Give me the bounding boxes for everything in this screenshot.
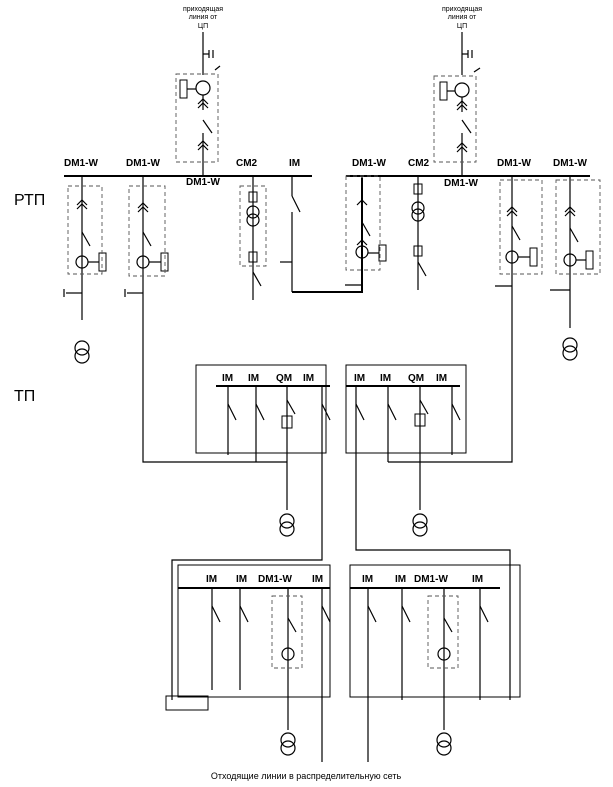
rtp-cell-2: [124, 176, 287, 463]
rtp-cell-label-6: DM1-W: [352, 158, 386, 169]
section-label-tp: ТП: [14, 388, 35, 405]
source-left-line2: линия от: [189, 14, 218, 21]
source-right-line2: линия от: [448, 14, 477, 21]
rtp-cell-label-9: DM1-W: [497, 158, 531, 169]
tp2-cell-label-a3: DM1-W: [258, 574, 292, 585]
tp2-cell-label-b1: IM: [362, 574, 373, 585]
rtp-cell-label-2: DM1-W: [126, 158, 160, 169]
rtp-cell-label-10: DM1-W: [553, 158, 587, 169]
tp2-cell-label-a2: IM: [236, 574, 247, 585]
tp2-cell-label-b4: IM: [472, 574, 483, 585]
tp2-section-left: IM IM DM1-W IM: [165, 564, 331, 762]
tp-cell-label-b1: IM: [354, 373, 365, 384]
source-label-left: приходящая линия от ЦП: [183, 6, 223, 30]
tp-cell-label-a1: IM: [222, 373, 233, 384]
source-right-line1: приходящая: [442, 6, 482, 13]
tp-cell-label-a3: QM: [276, 373, 292, 384]
rtp-cell-7: [411, 176, 427, 290]
tp-cell-label-a2: IM: [248, 373, 259, 384]
tp-cell-label-b3: QM: [408, 373, 424, 384]
source-label-right: приходящая линия от ЦП: [442, 6, 482, 30]
rtp-cell-6: [345, 175, 387, 292]
source-right-line3: ЦП: [457, 23, 467, 30]
tp-cell-label-b2: IM: [380, 373, 391, 384]
tp2-cell-label-b3: DM1-W: [414, 574, 448, 585]
rtp-cell-label-7: CM2: [408, 158, 430, 169]
section-label-rtp: РТП: [14, 192, 45, 209]
rtp-cell-label-4: CM2: [236, 158, 258, 169]
tp2-cell-label-b2: IM: [395, 574, 406, 585]
rtp-cell-label-3: DM1-W: [186, 177, 220, 188]
tp2-section-right: IM IM DM1-W IM: [349, 564, 521, 762]
tp2-cell-label-a4: IM: [312, 574, 323, 585]
tp-cell-label-b4: IM: [436, 373, 447, 384]
incoming-feeder-right: DM1-W: [433, 32, 481, 189]
source-left-line1: приходящая: [183, 6, 223, 13]
rtp-cell-4: [239, 176, 267, 300]
tp2-cell-label-a1: IM: [206, 574, 217, 585]
rtp-cell-label-5: IM: [289, 158, 300, 169]
source-left-line3: ЦП: [198, 23, 208, 30]
tp-section-left: IM IM QM IM: [171, 364, 331, 700]
tp-section-right: IM IM QM IM: [345, 364, 511, 700]
incoming-feeder-left: DM1-W: [175, 32, 220, 188]
rtp-cell-1: [63, 176, 107, 364]
tp-cell-label-a4: IM: [303, 373, 314, 384]
rtp-cell-5: [280, 176, 363, 293]
rtp-cell-label-1: DM1-W: [64, 158, 98, 169]
rtp-cell-label-8: DM1-W: [444, 178, 478, 189]
rtp-cell-9: [388, 176, 543, 463]
rtp-cell-10: [550, 176, 601, 361]
footer-caption: Отходящие линии в распределительную сеть: [211, 771, 402, 781]
